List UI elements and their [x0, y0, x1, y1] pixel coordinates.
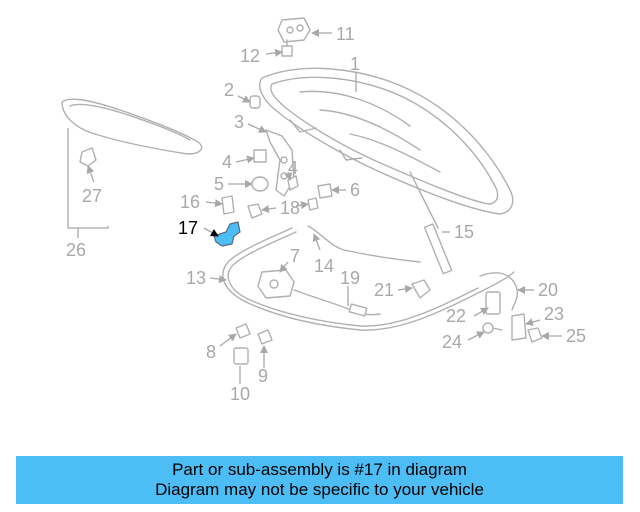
nut-25 — [527, 327, 543, 343]
label-27: 27 — [82, 186, 102, 206]
label-5: 5 — [214, 174, 224, 194]
clip-16 — [221, 195, 235, 215]
release-cable-13 — [222, 227, 515, 331]
label-16: 16 — [180, 192, 200, 212]
label-11: 11 — [336, 24, 355, 44]
bumper-2 — [249, 95, 261, 109]
bolt-18b — [307, 197, 319, 211]
clip-6 — [317, 183, 333, 199]
label-12: 12 — [240, 46, 260, 66]
gas-strut — [409, 171, 453, 275]
hood-panel — [259, 67, 514, 215]
bumper-5 — [251, 176, 269, 192]
info-banner: Part or sub-assembly is #17 in diagram D… — [16, 456, 623, 504]
label-22: 22 — [446, 306, 466, 326]
bracket-17-highlighted — [213, 221, 241, 247]
bolt-24 — [482, 322, 503, 334]
label-21: 21 — [374, 280, 394, 300]
banner-line-1: Part or sub-assembly is #17 in diagram — [172, 460, 467, 479]
cable-20 — [479, 272, 519, 311]
label-15: 15 — [454, 222, 474, 242]
label-10: 10 — [230, 384, 250, 404]
bolt-4a — [253, 149, 267, 163]
bracket-22 — [485, 291, 501, 315]
label-9: 9 — [258, 366, 268, 386]
clip-27 — [79, 147, 97, 167]
label-6: 6 — [350, 180, 360, 200]
label-20: 20 — [538, 280, 558, 300]
banner-line-2: Diagram may not be specific to your vehi… — [155, 480, 484, 499]
bracket-23 — [511, 313, 527, 341]
callout-labels: 1 11 12 2 3 4 5 4 6 16 18 15 17 7 14 13 … — [66, 24, 586, 404]
label-18: 18 — [280, 198, 300, 218]
parts-diagram: 1 11 12 2 3 4 5 4 6 16 18 15 17 7 14 13 … — [61, 17, 586, 404]
label-4b: 4 — [288, 158, 298, 178]
label-3: 3 — [234, 112, 244, 132]
handle-21 — [411, 279, 431, 299]
label-14: 14 — [314, 256, 334, 276]
label-24: 24 — [442, 332, 462, 352]
nut-10 — [233, 347, 249, 365]
label-17-highlighted: 17 — [178, 218, 198, 238]
label-4a: 4 — [222, 152, 232, 172]
hood-insulator — [61, 98, 203, 155]
leader-lines — [67, 29, 562, 384]
label-2: 2 — [224, 80, 234, 100]
label-13: 13 — [186, 268, 206, 288]
label-25: 25 — [566, 326, 586, 346]
label-1: 1 — [350, 54, 360, 74]
label-23: 23 — [544, 304, 564, 324]
label-19: 19 — [340, 268, 360, 288]
latch-7 — [257, 269, 295, 299]
clip-18 — [247, 203, 263, 219]
cable-19 — [293, 289, 381, 317]
label-26: 26 — [66, 240, 86, 260]
label-8: 8 — [206, 342, 216, 362]
screw-9 — [257, 329, 273, 345]
label-7: 7 — [290, 246, 300, 266]
hinge-11 — [277, 17, 311, 43]
screw-8 — [235, 323, 251, 339]
